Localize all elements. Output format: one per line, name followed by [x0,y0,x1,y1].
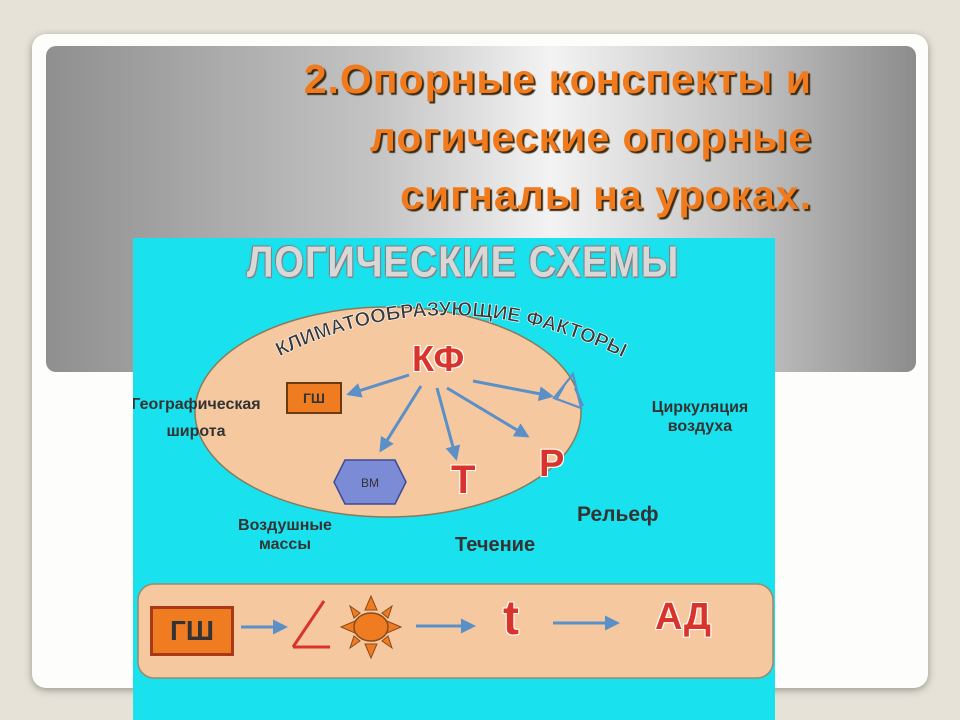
diagram-graphics: КЛИМАТООБРАЗУЮЩИЕ ФАКТОРЫ [137,298,774,679]
temperature-symbol: t [503,592,519,645]
circulation-line-1: Циркуляция [651,399,749,416]
latitude-line-2: широта [166,423,226,440]
factors-ellipse [194,306,582,518]
air-masses-line-1: Воздушные [238,517,332,534]
current-label: Течение [455,534,536,556]
circulation-label: Циркуляция воздуха [633,398,767,436]
node-r: Р [539,443,565,485]
relief-label: Рельеф [577,503,659,526]
circulation-icon [552,371,585,410]
gsh-node: ГШ [286,382,342,414]
chain-gsh-box: ГШ [150,606,234,656]
factor-arrows [346,373,554,461]
latitude-label: Географическая широта [133,395,263,440]
chain-arrows [241,615,620,635]
arrow-to-vm [379,385,423,453]
title-line-1: 2.Опорные конспекты и [303,56,812,102]
chain-bar [137,583,774,679]
slide-title: 2.Опорные конспекты и логические опорные… [92,50,812,224]
circulation-line-2: воздуха [667,418,733,435]
pressure-label: АД [655,596,711,638]
vm-label: ВМ [361,476,379,490]
air-masses-line-2: массы [259,536,311,553]
latitude-line-1: Географическая [133,396,261,413]
title-line-3: сигналы на уроках. [400,172,812,218]
node-t: Т [451,458,476,502]
vm-hexagon [333,459,407,505]
air-masses-label: Воздушные массы [223,516,347,554]
title-line-2: логические опорные [369,114,812,160]
arrow-to-circulation [472,379,554,402]
angle-icon [291,600,330,649]
arrow-to-t [435,387,461,461]
sun-icon [339,594,403,660]
center-node-kf: КФ [412,338,465,379]
diagram-heading: ЛОГИЧЕСКИЕ СХЕМЫ [246,238,680,288]
logic-diagram: КЛИМАТООБРАЗУЮЩИЕ ФАКТОРЫ [133,238,775,720]
arrow-to-gsh [346,373,410,398]
arrow-to-r [446,386,530,438]
